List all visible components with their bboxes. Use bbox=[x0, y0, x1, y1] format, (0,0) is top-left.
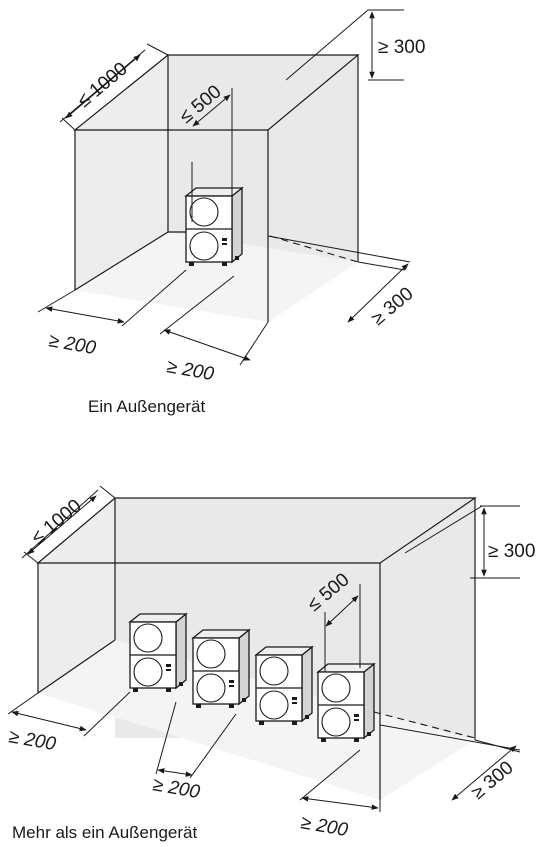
caption-single-unit: Ein Außengerät bbox=[88, 397, 205, 416]
diagram-multiple-units: ≥ 300 ≤ 1000 ≤ 500 ≥ 300 ≥ 200 ≥ 200 ≥ 2… bbox=[7, 485, 535, 842]
label-top-clearance: ≥ 300 bbox=[378, 37, 425, 58]
label-right-clearance: ≥ 300 bbox=[468, 757, 518, 804]
outdoor-unit-2 bbox=[192, 629, 250, 709]
outdoor-unit-3 bbox=[255, 646, 313, 726]
label-front-right: ≥ 200 bbox=[299, 812, 350, 841]
floor bbox=[75, 232, 358, 322]
caption-multiple-units: Mehr als ein Außengerät bbox=[12, 823, 197, 842]
outdoor-unit-1 bbox=[129, 613, 187, 693]
label-front-left: ≥ 200 bbox=[47, 330, 98, 359]
label-left-clearance: ≥ 200 bbox=[7, 726, 58, 755]
label-between-units: ≥ 200 bbox=[151, 774, 202, 803]
outdoor-unit bbox=[185, 187, 243, 267]
label-right-clearance: ≥ 300 bbox=[368, 283, 418, 330]
diagram-single-unit: ≥ 300 ≤ 1000 ≤ 500 ≥ 300 ≥ 200 ≥ 200 Ein… bbox=[37, 9, 425, 416]
label-top-clearance: ≥ 300 bbox=[488, 541, 535, 562]
outdoor-unit-4 bbox=[317, 663, 375, 743]
label-front-right: ≥ 200 bbox=[165, 356, 216, 385]
